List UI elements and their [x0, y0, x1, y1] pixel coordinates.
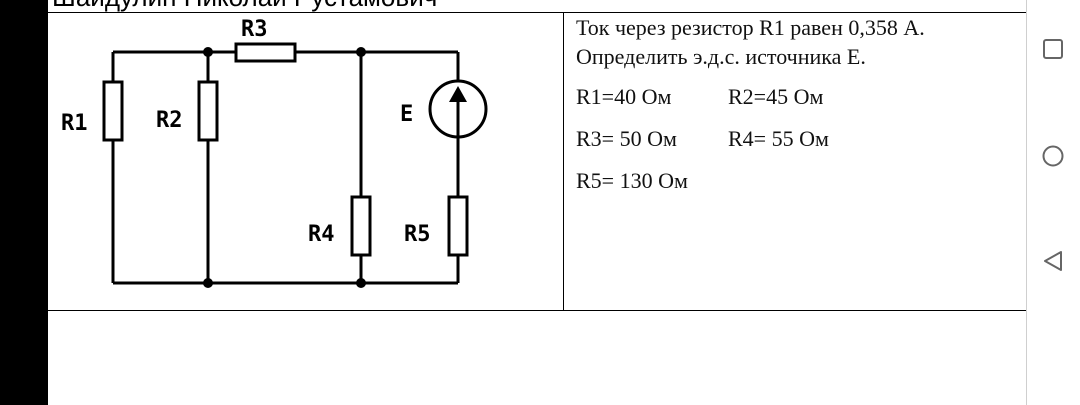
home-button[interactable] — [1042, 145, 1064, 167]
left-dark-strip — [0, 0, 48, 405]
problem-line-2: Определить э.д.с. источника Е. — [576, 44, 866, 69]
cut-off-header-text: Шайдулин Николай Рустамович — [52, 0, 437, 10]
resistor-r2 — [197, 80, 219, 142]
table-cell-divider — [563, 12, 564, 311]
resistor-r3 — [234, 42, 297, 63]
system-navigation-bar — [1026, 0, 1080, 405]
problem-statement: Ток через резистор R1 равен 0,358 А. Опр… — [576, 13, 1016, 71]
junction-dots — [203, 47, 366, 288]
resistor-r1 — [102, 80, 124, 142]
value-r2: R2=45 Ом — [728, 84, 824, 109]
back-button[interactable] — [1042, 250, 1064, 272]
junction-dot — [203, 278, 213, 288]
label-r3: R3 — [241, 17, 268, 42]
resistor-r4 — [350, 195, 372, 257]
label-r4: R4 — [308, 222, 335, 247]
value-r5: R5= 130 Ом — [576, 168, 688, 193]
value-r1: R1=40 Ом — [576, 84, 672, 109]
recent-apps-button[interactable] — [1042, 38, 1064, 60]
triangle-back-icon — [1044, 251, 1062, 271]
label-r1: R1 — [61, 111, 88, 136]
label-e: E — [400, 102, 413, 127]
junction-dot — [356, 47, 366, 57]
value-r4: R4= 55 Ом — [728, 126, 829, 151]
circle-icon — [1042, 145, 1064, 167]
problem-line-1: Ток через резистор R1 равен 0,358 А. — [576, 15, 925, 40]
circuit-wires — [111, 50, 460, 285]
square-icon — [1043, 39, 1063, 59]
emf-source-e — [428, 79, 488, 139]
label-r2: R2 — [156, 108, 183, 133]
task-table — [48, 12, 1026, 311]
value-r3: R3= 50 Ом — [576, 126, 677, 151]
junction-dot — [203, 47, 213, 57]
resistor-r5 — [447, 195, 469, 257]
circuit-diagram: R1 R2 R3 E R4 R5 — [61, 17, 488, 288]
label-r5: R5 — [404, 222, 431, 247]
junction-dot — [356, 278, 366, 288]
